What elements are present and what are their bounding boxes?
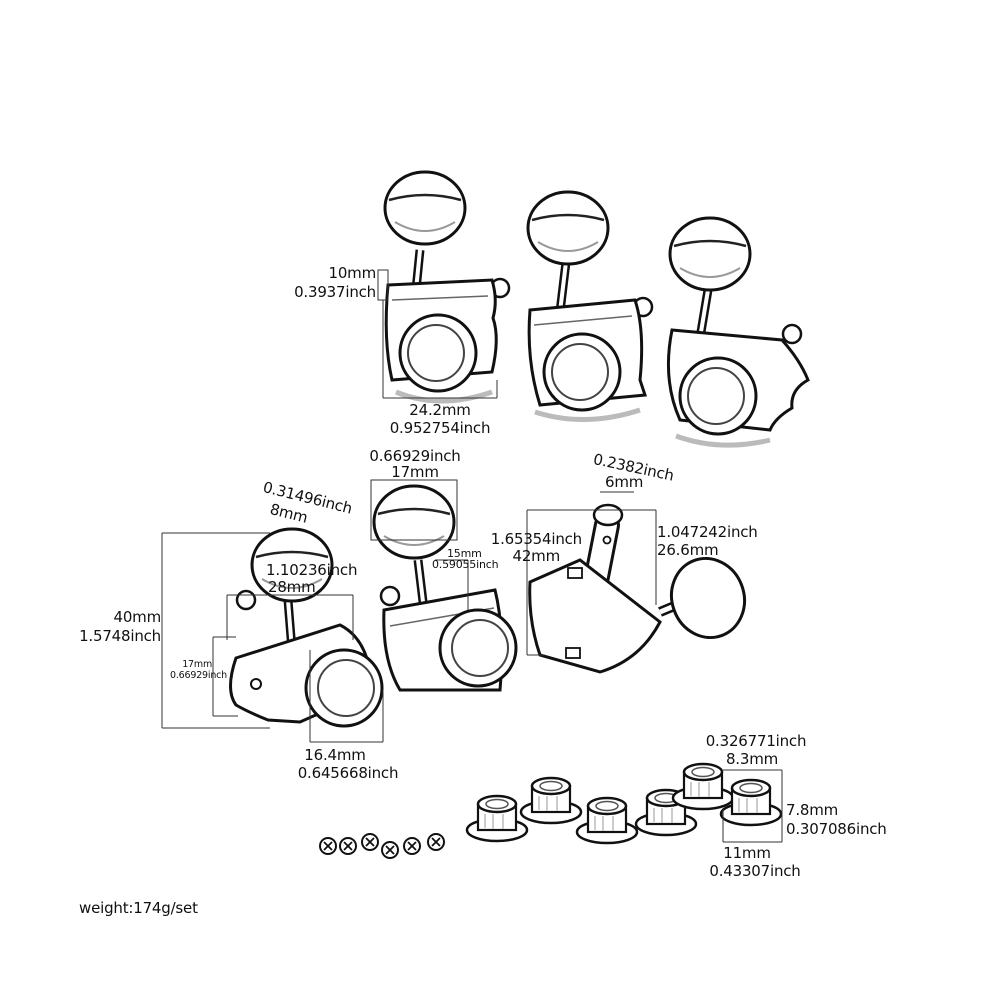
dim-label-17mm-small: 17mm [182,659,212,670]
tuner-middle-2 [372,484,518,692]
dim-label-28mm: 28mm [268,578,316,596]
dim-label-0-307086inch: 0.307086inch [786,820,887,838]
dim-label-1-65354inch: 1.65354inch [490,530,582,548]
dim-label-42mm: 42mm [512,547,560,565]
dim-label-1-10236inch: 1.10236inch [266,561,358,579]
dim-label-8-3mm: 8.3mm [725,750,779,768]
dim-label-0-66929inch-small: 0.66929inch [170,670,227,681]
tuner-middle-3 [528,503,746,674]
screw-2 [339,837,357,855]
screw-4 [381,841,399,859]
tuner-top-1 [383,170,511,404]
dim-label-17mm-top: 17mm [391,463,439,481]
dim-label-0-66929inch-top: 0.66929inch [369,447,461,465]
bushing-1 [465,794,529,843]
bushing-2 [519,776,583,825]
tuner-top-3 [666,216,810,448]
dim-label-0-326771inch: 0.326771inch [705,732,807,750]
screw-6 [427,833,445,851]
tuner-middle-1 [229,527,384,728]
bushing-5 [671,762,735,811]
screw-1 [319,837,337,855]
dim-label-15mm: 15mm [447,547,482,560]
dim-label-10mm: 10mm [328,264,376,282]
dim-label-40mm: 40mm [113,608,161,626]
dim-label-16-4mm: 16.4mm [304,746,366,764]
weight-label: weight:174g/set [79,899,198,917]
dim-label-24-2mm: 24.2mm [409,401,471,419]
dim-label-0-952754inch: 0.952754inch [389,419,491,437]
screw-3 [361,833,379,851]
dim-label-6mm: 6mm [605,473,644,491]
dim-label-7-8mm: 7.8mm [786,801,839,819]
tuner-top-2 [526,190,654,423]
dim-label-0-645668inch: 0.645668inch [297,764,399,782]
dimension-lines [161,269,783,843]
dim-label-0-3937inch: 0.3937inch [294,283,376,301]
screw-5 [403,837,421,855]
dim-label-1-5748inch: 1.5748inch [79,627,161,645]
dim-label-11mm: 11mm [723,844,771,862]
dim-label-26-6mm: 26.6mm [657,541,719,559]
bushing-3 [575,796,639,845]
dim-label-0-43307inch: 0.43307inch [709,862,801,880]
dim-label-1-047242inch: 1.047242inch [657,523,758,541]
dim-label-0-59055inch: 0.59055inch [432,558,499,571]
